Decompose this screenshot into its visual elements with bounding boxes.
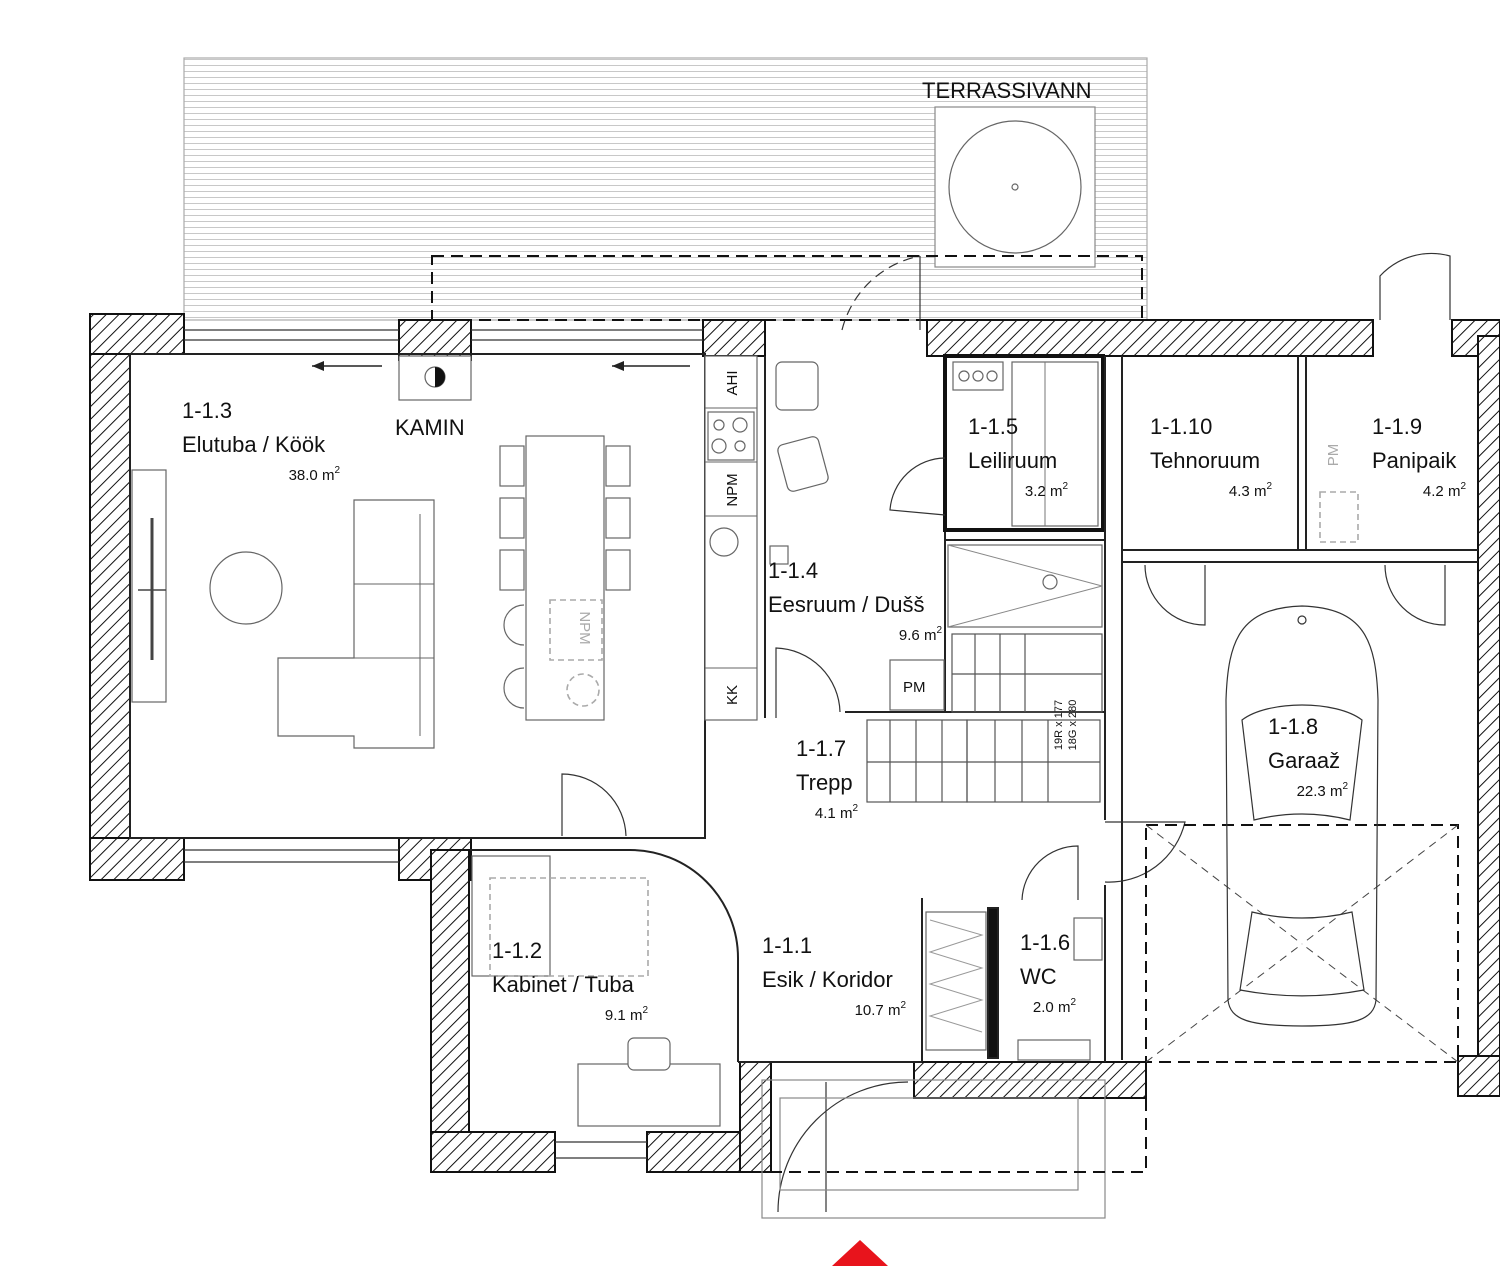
room-area: 4.1 m2 bbox=[815, 803, 859, 822]
room-area: 4.2 m2 bbox=[1423, 481, 1467, 500]
stair-spec-1: 19R x 177 bbox=[1053, 700, 1065, 750]
room-id: 1-1.8 bbox=[1268, 714, 1318, 739]
car-outline bbox=[1225, 605, 1379, 1027]
doors bbox=[561, 252, 1451, 1213]
fireplace-label: KAMIN bbox=[395, 415, 465, 440]
tech-washer-label: PM bbox=[1325, 444, 1342, 467]
furniture bbox=[131, 355, 1379, 1127]
room-id: 1-1.7 bbox=[796, 736, 846, 761]
room-id: 1-1.5 bbox=[968, 414, 1018, 439]
terrace bbox=[183, 57, 1148, 321]
washer-label: PM bbox=[903, 679, 926, 696]
room-name: WC bbox=[1020, 964, 1057, 989]
room-id: 1-1.3 bbox=[182, 398, 232, 423]
room-name: Trepp bbox=[796, 770, 853, 795]
dishwasher-label: NPM bbox=[724, 473, 741, 506]
room-name: Leiliruum bbox=[968, 448, 1057, 473]
room-name: Kabinet / Tuba bbox=[492, 972, 635, 997]
room-name: Esik / Koridor bbox=[762, 967, 893, 992]
room-name: Eesruum / Dušš bbox=[768, 592, 925, 617]
room-id: 1-1.4 bbox=[768, 558, 818, 583]
room-name: Panipaik bbox=[1372, 448, 1457, 473]
room-id: 1-1.10 bbox=[1150, 414, 1212, 439]
fridge-label: KK bbox=[724, 685, 741, 705]
entrance-marker bbox=[832, 1240, 888, 1266]
room-area: 4.3 m2 bbox=[1229, 481, 1273, 500]
room-area: 9.6 m2 bbox=[899, 625, 943, 644]
room-area: 2.0 m2 bbox=[1033, 997, 1077, 1016]
oven-label: AHI bbox=[724, 370, 741, 395]
room-id: 1-1.6 bbox=[1020, 930, 1070, 955]
room-id: 1-1.1 bbox=[762, 933, 812, 958]
room-area: 10.7 m2 bbox=[855, 1000, 907, 1019]
exterior-walls bbox=[89, 313, 1500, 1173]
room-id: 1-1.9 bbox=[1372, 414, 1422, 439]
terrace-tub-label: TERRASSIVANN bbox=[922, 78, 1092, 103]
room-name: Garaaž bbox=[1268, 748, 1340, 773]
stair-spec-2: 18G x 280 bbox=[1067, 700, 1079, 751]
room-id: 1-1.2 bbox=[492, 938, 542, 963]
room-area: 3.2 m2 bbox=[1025, 481, 1069, 500]
room-area: 38.0 m2 bbox=[289, 465, 341, 484]
room-name: Elutuba / Köök bbox=[182, 432, 326, 457]
room-name: Tehnoruum bbox=[1150, 448, 1260, 473]
room-area: 22.3 m2 bbox=[1297, 781, 1349, 800]
island-dishwasher-label: NPM bbox=[576, 611, 593, 644]
room-area: 9.1 m2 bbox=[605, 1005, 649, 1024]
